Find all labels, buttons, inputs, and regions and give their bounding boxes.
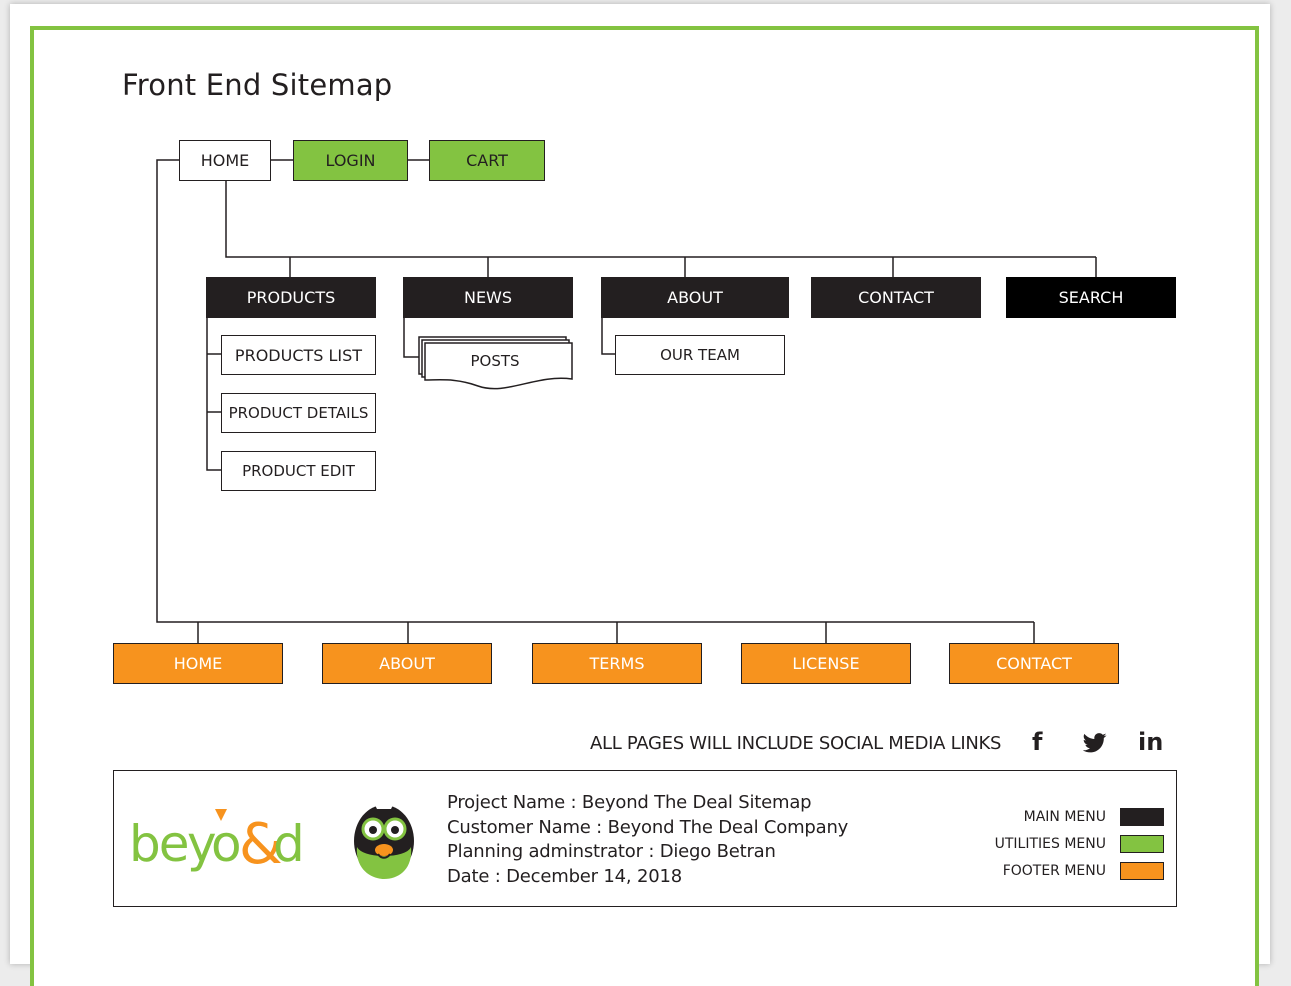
footer-terms-node[interactable]: TERMS — [532, 643, 702, 684]
project-date: Date : December 14, 2018 — [447, 865, 682, 887]
footer-contact-node[interactable]: CONTACT — [949, 643, 1119, 684]
our-team-node[interactable]: OUR TEAM — [615, 335, 785, 375]
customer-name: Customer Name : Beyond The Deal Company — [447, 816, 849, 838]
legend-utilities-menu: UTILITIES MENU — [964, 835, 1164, 855]
news-menu-node[interactable]: NEWS — [403, 277, 573, 318]
svg-text:d: d — [273, 815, 305, 873]
svg-text:o: o — [211, 815, 242, 873]
project-name: Project Name : Beyond The Deal Sitemap — [447, 792, 812, 813]
legend-main-menu-swatch — [1120, 808, 1164, 826]
project-info-box: be y o & d Project Name : Beyond The — [113, 770, 1177, 907]
cart-page-node[interactable]: CART — [429, 140, 545, 181]
footer-license-node[interactable]: LICENSE — [741, 643, 911, 684]
login-page-node[interactable]: LOGIN — [293, 140, 408, 181]
legend-footer-menu-label: FOOTER MENU — [1002, 863, 1106, 879]
svg-text:be: be — [129, 815, 188, 873]
footer-home-node[interactable]: HOME — [113, 643, 283, 684]
search-menu-node[interactable]: SEARCH — [1006, 277, 1176, 318]
about-menu-node[interactable]: ABOUT — [601, 277, 789, 318]
legend-main-menu: MAIN MENU — [964, 808, 1164, 828]
svg-text:y: y — [187, 815, 217, 873]
product-edit-node[interactable]: PRODUCT EDIT — [221, 451, 376, 491]
project-details: Project Name : Beyond The Deal Sitemap C… — [447, 791, 848, 889]
twitter-icon[interactable] — [1082, 731, 1107, 759]
social-media-note: ALL PAGES WILL INCLUDE SOCIAL MEDIA LINK… — [590, 733, 1002, 754]
svg-text:&: & — [239, 812, 283, 877]
legend-footer-menu: FOOTER MENU — [964, 862, 1164, 882]
legend-utilities-menu-swatch — [1120, 835, 1164, 853]
beyond-the-deal-logo: be y o & d — [129, 798, 439, 884]
legend-footer-menu-swatch — [1120, 862, 1164, 880]
planning-administrator: Planning adminstrator : Diego Betran — [447, 841, 776, 862]
footer-about-node[interactable]: ABOUT — [322, 643, 492, 684]
linkedin-icon[interactable]: in — [1138, 728, 1164, 756]
products-menu-node[interactable]: PRODUCTS — [206, 277, 376, 318]
posts-node[interactable]: POSTS — [470, 352, 520, 370]
legend-main-menu-label: MAIN MENU — [1023, 809, 1106, 825]
legend-utilities-menu-label: UTILITIES MENU — [994, 836, 1106, 852]
facebook-icon[interactable]: f — [1032, 728, 1043, 756]
home-page-node[interactable]: HOME — [179, 140, 271, 181]
page-title: Front End Sitemap — [122, 68, 393, 102]
product-details-node[interactable]: PRODUCT DETAILS — [221, 393, 376, 433]
products-list-node[interactable]: PRODUCTS LIST — [221, 335, 376, 375]
contact-menu-node[interactable]: CONTACT — [811, 277, 981, 318]
